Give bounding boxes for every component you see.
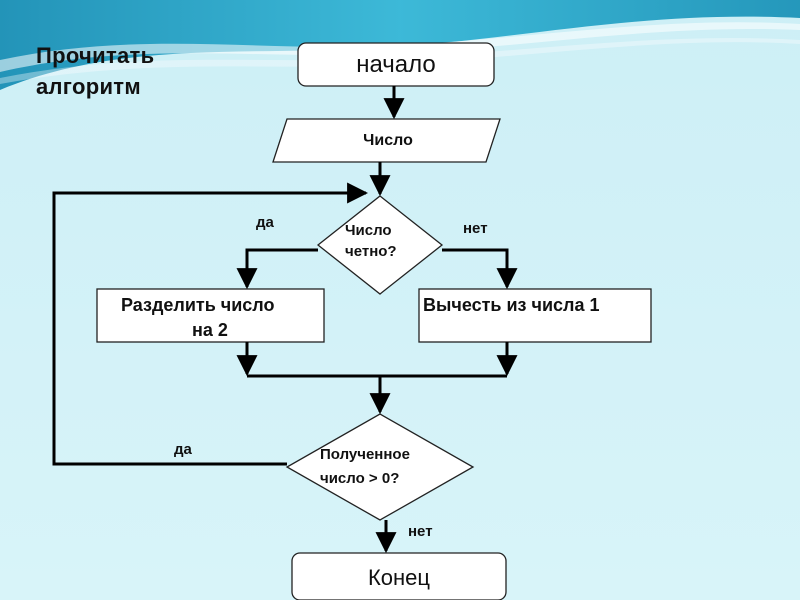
- divide-line-1: Разделить число: [121, 295, 275, 315]
- decision2-no-label: нет: [408, 523, 433, 540]
- decision-even-diamond: [316, 195, 444, 295]
- decision1-yes-label: да: [256, 214, 274, 231]
- subtract-label: Вычесть из числа 1: [423, 295, 600, 315]
- divide-process-box: [96, 288, 325, 343]
- decision2-line-1: Полученное: [320, 446, 410, 463]
- start-label: начало: [356, 50, 436, 78]
- decision-positive-diamond: [285, 413, 475, 521]
- slide-title: Прочитать алгоритм: [36, 40, 154, 102]
- decision1-no-label: нет: [463, 220, 488, 237]
- divide-line-2: на 2: [192, 320, 228, 340]
- arrow-decision-yes: [236, 248, 318, 290]
- input-parallelogram: [272, 118, 501, 163]
- title-line-1: Прочитать: [36, 43, 155, 68]
- start-terminator: [297, 42, 495, 87]
- title-line-2: алгоритм: [36, 74, 141, 99]
- input-label: Число: [363, 131, 413, 149]
- decision2-yes-label: да: [174, 441, 192, 458]
- loop-back-line: [52, 182, 369, 466]
- end-terminator: [291, 552, 507, 600]
- decision2-line-2: число > 0?: [320, 470, 400, 487]
- decision1-line-2: четно?: [345, 243, 397, 260]
- decision1-line-1: Число: [345, 222, 392, 239]
- end-label: Конец: [367, 564, 431, 590]
- arrow-decision-no: [442, 248, 518, 290]
- subtract-process-box: [418, 288, 652, 343]
